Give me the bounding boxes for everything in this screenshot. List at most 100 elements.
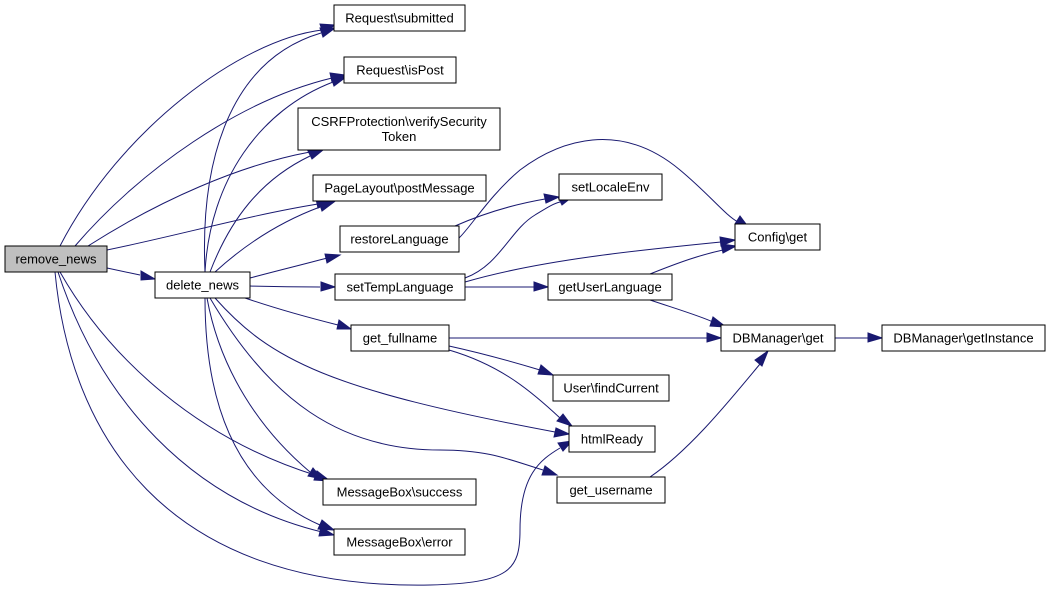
edge-arrowhead bbox=[140, 270, 157, 281]
node-label: MessageBox\error bbox=[346, 535, 453, 550]
edge-get-fullname-to-html-ready bbox=[448, 349, 574, 427]
edge-delete-news-to-messagebox-success bbox=[206, 297, 324, 480]
edge-arrowhead bbox=[867, 332, 884, 343]
node-box[interactable] bbox=[881, 324, 1046, 352]
node-box[interactable] bbox=[334, 273, 466, 301]
edge-set-temp-language-to-set-locale-env bbox=[464, 196, 574, 279]
edge-arrowhead bbox=[318, 201, 336, 212]
edge-line bbox=[74, 77, 333, 247]
edge-line bbox=[106, 267, 141, 276]
node-box[interactable] bbox=[339, 225, 460, 253]
node-box[interactable] bbox=[333, 528, 466, 556]
node-request-ispost[interactable]: Request\isPost bbox=[343, 56, 457, 84]
edge-line bbox=[204, 297, 321, 526]
node-box[interactable] bbox=[4, 245, 108, 273]
node-box[interactable] bbox=[343, 56, 457, 84]
edge-line bbox=[57, 271, 323, 533]
node-get-fullname[interactable]: get_fullname bbox=[350, 324, 450, 352]
node-box[interactable] bbox=[350, 324, 450, 352]
node-label: Config\get bbox=[748, 230, 808, 245]
edge-line bbox=[649, 299, 714, 323]
edge-arrowhead bbox=[706, 332, 723, 343]
edge-line bbox=[59, 29, 323, 247]
edge-line bbox=[649, 363, 761, 478]
node-label: DBManager\get bbox=[732, 331, 823, 346]
node-label: Token bbox=[382, 129, 417, 144]
node-box[interactable] bbox=[558, 173, 663, 201]
node-restore-language[interactable]: restoreLanguage bbox=[339, 225, 460, 253]
edge-remove-news-to-messagebox-success bbox=[59, 271, 332, 482]
node-dbmanager-getinstance[interactable]: DBManager\getInstance bbox=[881, 324, 1046, 352]
node-label: PageLayout\postMessage bbox=[324, 181, 474, 196]
edge-arrowhead bbox=[541, 465, 559, 476]
node-messagebox-success[interactable]: MessageBox\success bbox=[322, 478, 477, 506]
node-html-ready[interactable]: htmlReady bbox=[568, 425, 656, 453]
node-config-get[interactable]: Config\get bbox=[734, 223, 821, 251]
edge-line bbox=[249, 285, 321, 288]
edge-delete-news-to-get-fullname bbox=[244, 297, 353, 330]
edge-line bbox=[209, 297, 544, 471]
edge-delete-news-to-messagebox-error bbox=[204, 297, 336, 531]
node-label: getUserLanguage bbox=[558, 280, 661, 295]
edge-arrowhead bbox=[330, 76, 348, 87]
edge-remove-news-to-pagelayout-postmessage bbox=[106, 198, 333, 251]
edge-delete-news-to-set-temp-language bbox=[249, 281, 337, 292]
node-delete-news[interactable]: delete_news bbox=[154, 271, 251, 299]
edge-line bbox=[106, 203, 319, 251]
edge-get-fullname-to-user-findcurrent bbox=[448, 345, 555, 376]
edge-delete-news-to-get-username bbox=[209, 297, 559, 476]
edge-arrowhead bbox=[307, 467, 324, 480]
edge-set-temp-language-to-get-user-language bbox=[465, 281, 550, 292]
node-get-user-language[interactable]: getUserLanguage bbox=[547, 273, 673, 301]
node-label: Request\isPost bbox=[356, 63, 444, 78]
node-box[interactable] bbox=[720, 324, 836, 352]
node-messagebox-error[interactable]: MessageBox\error bbox=[333, 528, 466, 556]
edge-line bbox=[54, 271, 561, 586]
node-box[interactable] bbox=[154, 271, 251, 299]
node-label: get_username bbox=[569, 483, 652, 498]
node-box[interactable] bbox=[552, 374, 670, 402]
edge-line bbox=[464, 201, 561, 279]
node-box[interactable] bbox=[312, 174, 487, 202]
node-label: MessageBox\success bbox=[337, 485, 463, 500]
edge-remove-news-to-request-submitted bbox=[59, 23, 337, 247]
edge-get-fullname-to-dbmanager-get bbox=[448, 332, 723, 343]
edge-line bbox=[448, 345, 541, 371]
node-box[interactable] bbox=[333, 4, 466, 32]
edge-arrowhead bbox=[719, 236, 737, 247]
node-label: DBManager\getInstance bbox=[893, 331, 1033, 346]
node-get-username[interactable]: get_username bbox=[556, 476, 666, 504]
node-user-findcurrent[interactable]: User\findCurrent bbox=[552, 374, 670, 402]
node-box[interactable] bbox=[734, 223, 821, 251]
edge-delete-news-to-csrf-verify bbox=[209, 149, 325, 273]
node-box[interactable] bbox=[547, 273, 673, 301]
edge-restore-language-to-set-locale-env bbox=[454, 193, 561, 227]
edge-line bbox=[454, 198, 546, 227]
node-box[interactable] bbox=[556, 476, 666, 504]
edge-arrowhead bbox=[320, 281, 337, 292]
node-request-submitted[interactable]: Request\submitted bbox=[333, 4, 466, 32]
edge-remove-news-to-delete-news bbox=[106, 267, 157, 281]
node-dbmanager-get[interactable]: DBManager\get bbox=[720, 324, 836, 352]
edge-arrowhead bbox=[336, 319, 353, 330]
edge-arrowhead bbox=[754, 349, 770, 367]
edge-arrowhead bbox=[533, 281, 550, 292]
node-set-locale-env[interactable]: setLocaleEnv bbox=[558, 173, 663, 201]
node-box[interactable] bbox=[568, 425, 656, 453]
node-box[interactable] bbox=[322, 478, 477, 506]
node-label: Request\submitted bbox=[345, 11, 453, 26]
edge-line bbox=[448, 349, 561, 419]
edge-line bbox=[249, 257, 328, 279]
edge-get-username-to-dbmanager-get bbox=[649, 349, 770, 478]
node-label: delete_news bbox=[166, 278, 239, 293]
node-remove-news[interactable]: remove_news bbox=[4, 245, 108, 273]
node-label: CSRFProtection\verifySecurity bbox=[311, 114, 487, 129]
node-label: get_fullname bbox=[363, 331, 437, 346]
node-set-temp-language[interactable]: setTempLanguage bbox=[334, 273, 466, 301]
edge-line bbox=[209, 155, 311, 273]
node-box[interactable] bbox=[297, 107, 501, 151]
node-pagelayout-postmessage[interactable]: PageLayout\postMessage bbox=[312, 174, 487, 202]
edge-line bbox=[464, 241, 722, 283]
